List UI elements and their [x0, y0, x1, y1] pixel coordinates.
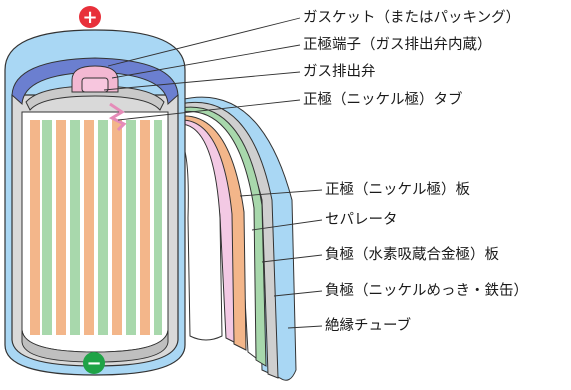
roll-stripes: [30, 120, 162, 335]
stripe-negative: [98, 120, 108, 335]
negative-symbol-circle: [83, 352, 105, 374]
positive-tab: [108, 102, 127, 132]
stripe-positive: [84, 120, 94, 335]
stripe-negative: [154, 120, 162, 335]
leader-positive-terminal: [111, 44, 301, 79]
positive-symbol-text: +: [82, 7, 97, 28]
label-positive-tab: 正極（ニッケル極）タブ: [303, 92, 463, 108]
stripe-negative: [70, 120, 80, 335]
label-insulation-tube: 絶縁チューブ: [325, 318, 412, 334]
stripe-positive: [30, 120, 40, 335]
label-positive-plate: 正極（ニッケル極）板: [325, 182, 470, 198]
label-negative-can: 負極（ニッケルめっき・鉄缶）: [325, 283, 528, 299]
leader-gas-vent: [103, 71, 301, 91]
leader-negative-can: [273, 290, 323, 297]
leader-positive-plate: [239, 189, 323, 197]
label-gasket: ガスケット（またはパッキング）: [303, 10, 521, 26]
negative-terminal-symbol: −: [83, 352, 105, 374]
label-negative-plate: 負極（水素吸蔵合金極）板: [325, 247, 499, 263]
leader-gasket: [107, 17, 301, 67]
leader-separator: [251, 219, 323, 231]
stripe-positive: [140, 120, 150, 335]
gas-vent-valve: [81, 77, 109, 93]
label-positive-terminal: 正極端子（ガス排出弁内蔵）: [303, 37, 492, 53]
positive-terminal-symbol: +: [79, 6, 101, 28]
stripe-positive: [56, 120, 66, 335]
can-bottom: [21, 329, 169, 363]
sealing-plate: [25, 85, 165, 111]
stripe-negative: [126, 120, 136, 335]
label-gas-vent: ガス排出弁: [303, 64, 376, 80]
battery-cylinder: [4, 29, 186, 376]
leader-negative-plate: [261, 254, 323, 263]
label-separator: セパレータ: [325, 212, 398, 228]
negative-symbol-text: −: [86, 353, 101, 374]
stripe-positive: [112, 120, 122, 335]
positive-symbol-circle: [79, 6, 101, 28]
unrolled-layers: [179, 96, 297, 381]
stripe-negative: [42, 120, 52, 335]
leader-insulation-tube: [287, 325, 323, 329]
gasket-ring: [11, 57, 179, 106]
leader-positive-tab: [117, 99, 301, 121]
separator-layer-inner: [179, 123, 223, 341]
leader-lines: [103, 17, 323, 329]
